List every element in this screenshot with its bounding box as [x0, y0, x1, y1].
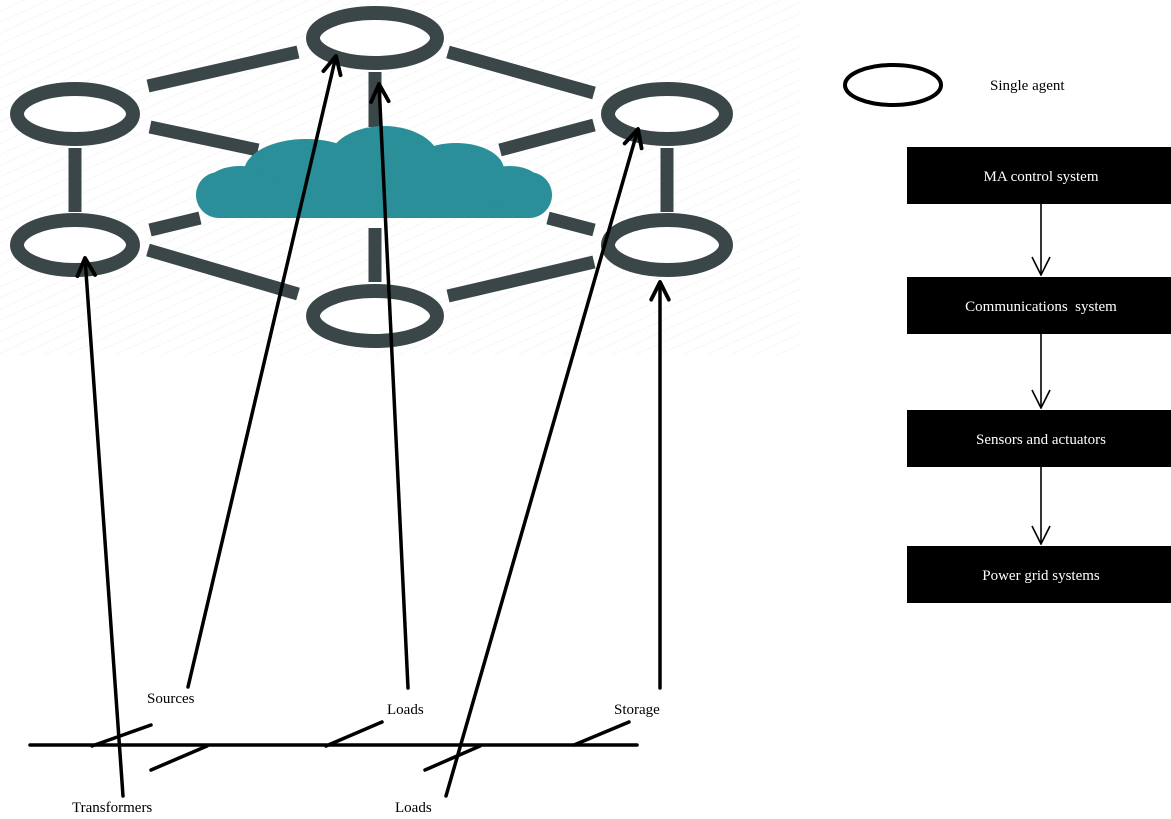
arrow-sources — [186, 54, 343, 689]
agent-ring-icon — [10, 82, 140, 146]
flow-chart: MA control system Communications system … — [907, 147, 1171, 603]
legend: Single agent — [843, 63, 1065, 107]
flow-label-sensors: Sensors and actuators — [976, 432, 1106, 448]
flow-box-power-grid — [907, 546, 1171, 603]
arrow-loads-bottom — [444, 127, 644, 798]
legend-label: Single agent — [990, 78, 1065, 94]
label-transformers: Transformers — [72, 800, 152, 816]
agent-arrows — [75, 54, 671, 798]
cloud-icon — [196, 126, 552, 218]
flow-label-power-grid: Power grid systems — [982, 568, 1100, 584]
agent-ring-icon — [843, 63, 943, 107]
label-loads-top: Loads — [387, 702, 424, 718]
agent-ring-icon — [10, 213, 140, 277]
power-bus — [28, 720, 639, 772]
flow-box-ma-control — [907, 147, 1171, 204]
flow-box-sensors — [907, 410, 1171, 467]
label-sources: Sources — [147, 691, 195, 707]
label-loads-bottom: Loads — [395, 800, 432, 816]
arrow-loads-top — [369, 82, 410, 690]
agent-ring-icon — [601, 82, 733, 146]
flow-label-ma-control: MA control system — [984, 169, 1099, 185]
flow-label-communications: Communications system — [965, 299, 1117, 315]
agent-rings — [10, 6, 733, 348]
agent-ring-icon — [601, 213, 733, 277]
label-storage: Storage — [614, 702, 660, 718]
agent-ring-icon — [306, 284, 444, 348]
arrow-transformers — [75, 256, 125, 798]
flow-box-communications — [907, 277, 1171, 334]
agent-ring-icon — [306, 6, 444, 70]
